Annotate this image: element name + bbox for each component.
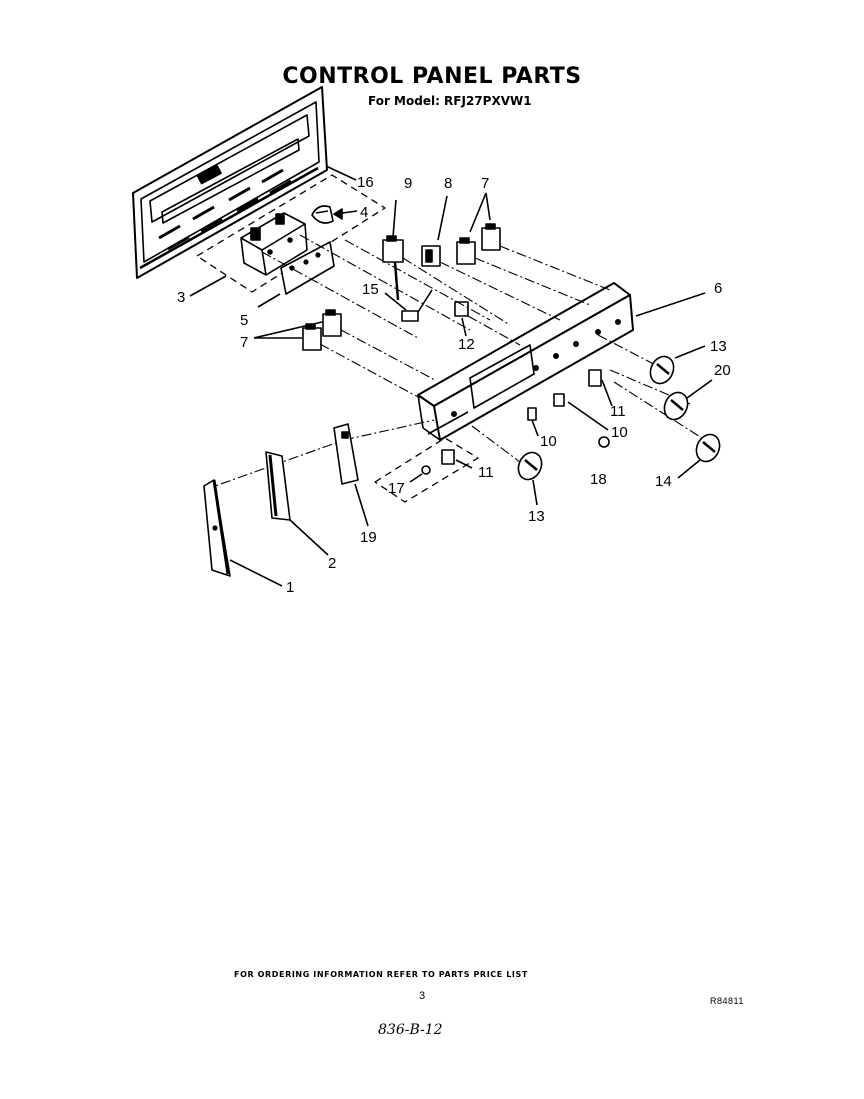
knob-13-front [517, 451, 543, 506]
callout-16: 16 [357, 174, 374, 191]
callout-1: 1 [286, 579, 294, 596]
part-19-bracket [333, 423, 369, 527]
part-7-switches-lower [253, 309, 342, 351]
part-6-control-panel [417, 282, 706, 441]
callout-10-left: 10 [540, 433, 557, 450]
callout-17: 17 [388, 480, 405, 497]
part-17-11-hardware [409, 449, 473, 483]
part-4-connector [311, 205, 358, 224]
part-15-harness [384, 289, 433, 322]
callout-9: 9 [404, 175, 412, 192]
callout-7-lower: 7 [240, 334, 248, 351]
page-title: CONTROL PANEL PARTS [282, 64, 582, 89]
knob-13-right [649, 345, 706, 385]
callout-19: 19 [360, 529, 377, 546]
callout-8: 8 [444, 175, 452, 192]
document-code: R84811 [710, 996, 744, 1006]
callout-13-right: 13 [710, 338, 727, 355]
callout-3: 3 [177, 289, 185, 306]
part-7-switches-top [456, 192, 501, 265]
callout-18: 18 [590, 471, 607, 488]
part-9-switch [382, 199, 404, 301]
callout-2: 2 [328, 555, 336, 572]
callout-6: 6 [714, 280, 722, 297]
part-12-switch [454, 301, 469, 337]
callout-20: 20 [714, 362, 731, 379]
part-hardware-small [527, 369, 613, 448]
part-3-bracket [240, 212, 308, 276]
part-2-side-bracket [265, 451, 329, 556]
part-16-rear-panel [132, 86, 328, 279]
handwritten-reference: 836-B-12 [378, 1022, 443, 1038]
page-number: 3 [419, 990, 426, 1002]
part-17-group-outline [374, 437, 479, 503]
part-8-switch [421, 195, 448, 267]
part-1-end-cap [203, 479, 283, 587]
callout-12: 12 [458, 336, 475, 353]
part-5-circuit-board [257, 241, 335, 308]
callout-15: 15 [362, 281, 379, 298]
callout-5: 5 [240, 312, 248, 329]
ordering-note: FOR ORDERING INFORMATION REFER TO PARTS … [234, 970, 528, 979]
callout-10-right: 10 [611, 424, 628, 441]
model-line: For Model: RFJ27PXVW1 [368, 94, 532, 108]
callout-14: 14 [655, 473, 672, 490]
callout-11-lower: 11 [478, 464, 494, 481]
part-3-group-outline [196, 174, 386, 293]
callout-11-right: 11 [610, 403, 626, 420]
callout-13-front: 13 [528, 508, 545, 525]
callout-4: 4 [360, 204, 368, 221]
knob-20 [663, 379, 713, 421]
callout-7-top: 7 [481, 175, 489, 192]
knob-14 [677, 433, 721, 479]
